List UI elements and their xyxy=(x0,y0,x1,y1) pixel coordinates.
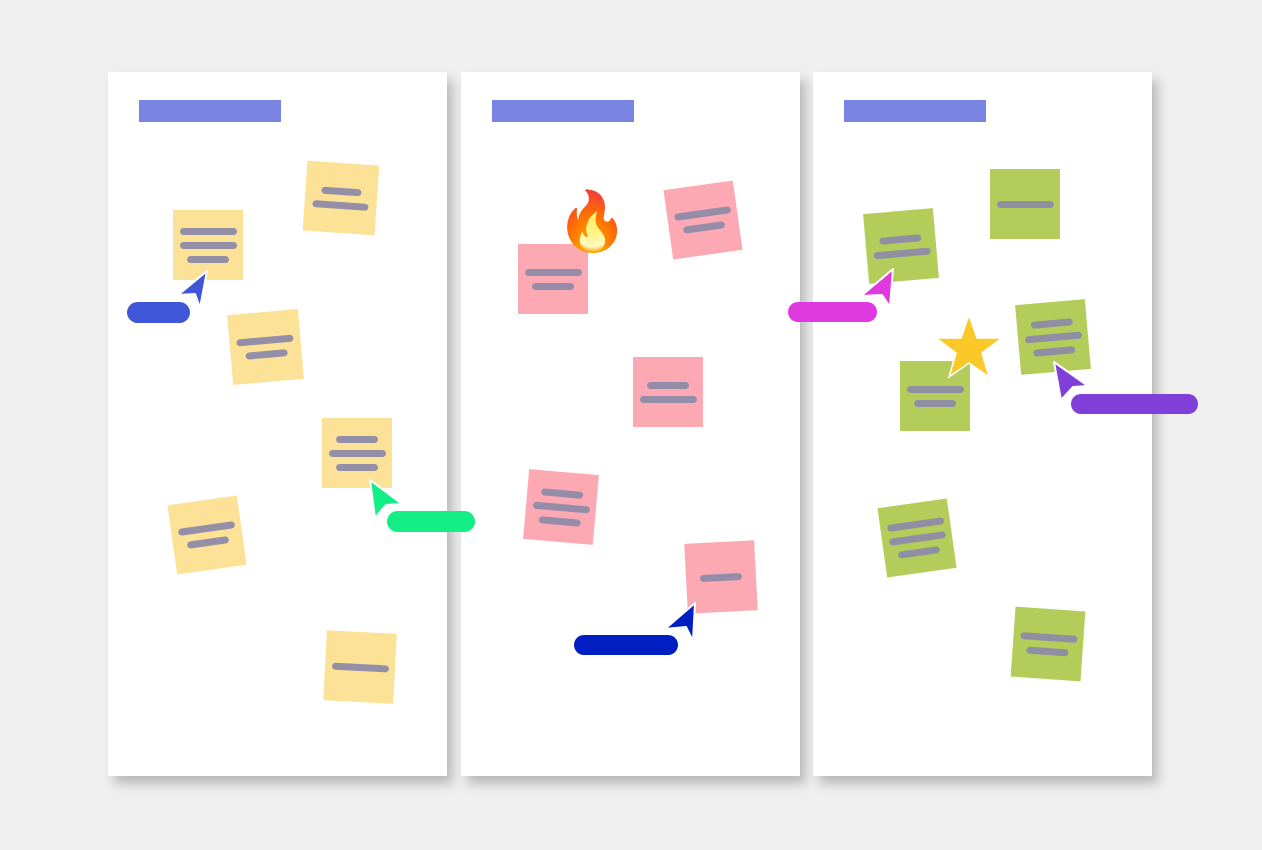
sticky-note[interactable] xyxy=(1010,606,1086,682)
column-board-1[interactable] xyxy=(108,72,447,776)
sticky-note[interactable] xyxy=(633,357,703,427)
sticky-note[interactable] xyxy=(900,361,970,431)
sticky-note[interactable] xyxy=(663,180,743,260)
column-header-3[interactable] xyxy=(844,100,986,122)
sticky-note[interactable] xyxy=(173,210,243,280)
sticky-note[interactable] xyxy=(167,495,247,575)
column-board-3[interactable] xyxy=(813,72,1152,776)
sticky-note[interactable] xyxy=(322,418,392,488)
column-header-2[interactable] xyxy=(492,100,634,122)
collaborator-name-tag xyxy=(1071,394,1198,414)
sticky-note[interactable] xyxy=(990,169,1060,239)
collaborator-cursor-icon xyxy=(858,266,896,310)
collaborator-name-tag xyxy=(387,511,475,532)
collaborator-cursor-icon xyxy=(1051,359,1091,403)
fire-sticker[interactable]: 🔥 xyxy=(556,187,629,255)
sticky-note[interactable] xyxy=(323,630,397,704)
collaborator-name-tag xyxy=(788,302,877,322)
sticky-note[interactable] xyxy=(302,160,380,236)
collaborator-cursor-icon xyxy=(662,600,698,644)
column-header-1[interactable] xyxy=(139,100,281,122)
sticky-note[interactable] xyxy=(227,309,304,385)
sticky-note[interactable] xyxy=(877,498,957,578)
column-board-2[interactable] xyxy=(461,72,800,776)
collaborator-name-tag xyxy=(127,302,190,323)
collaborator-cursor-icon xyxy=(176,268,210,310)
star-sticker[interactable] xyxy=(933,312,1005,379)
sticky-note[interactable] xyxy=(518,244,588,314)
collaborator-name-tag xyxy=(574,635,678,655)
collaborator-cursor-icon xyxy=(367,477,405,521)
sticky-note[interactable] xyxy=(523,469,599,545)
